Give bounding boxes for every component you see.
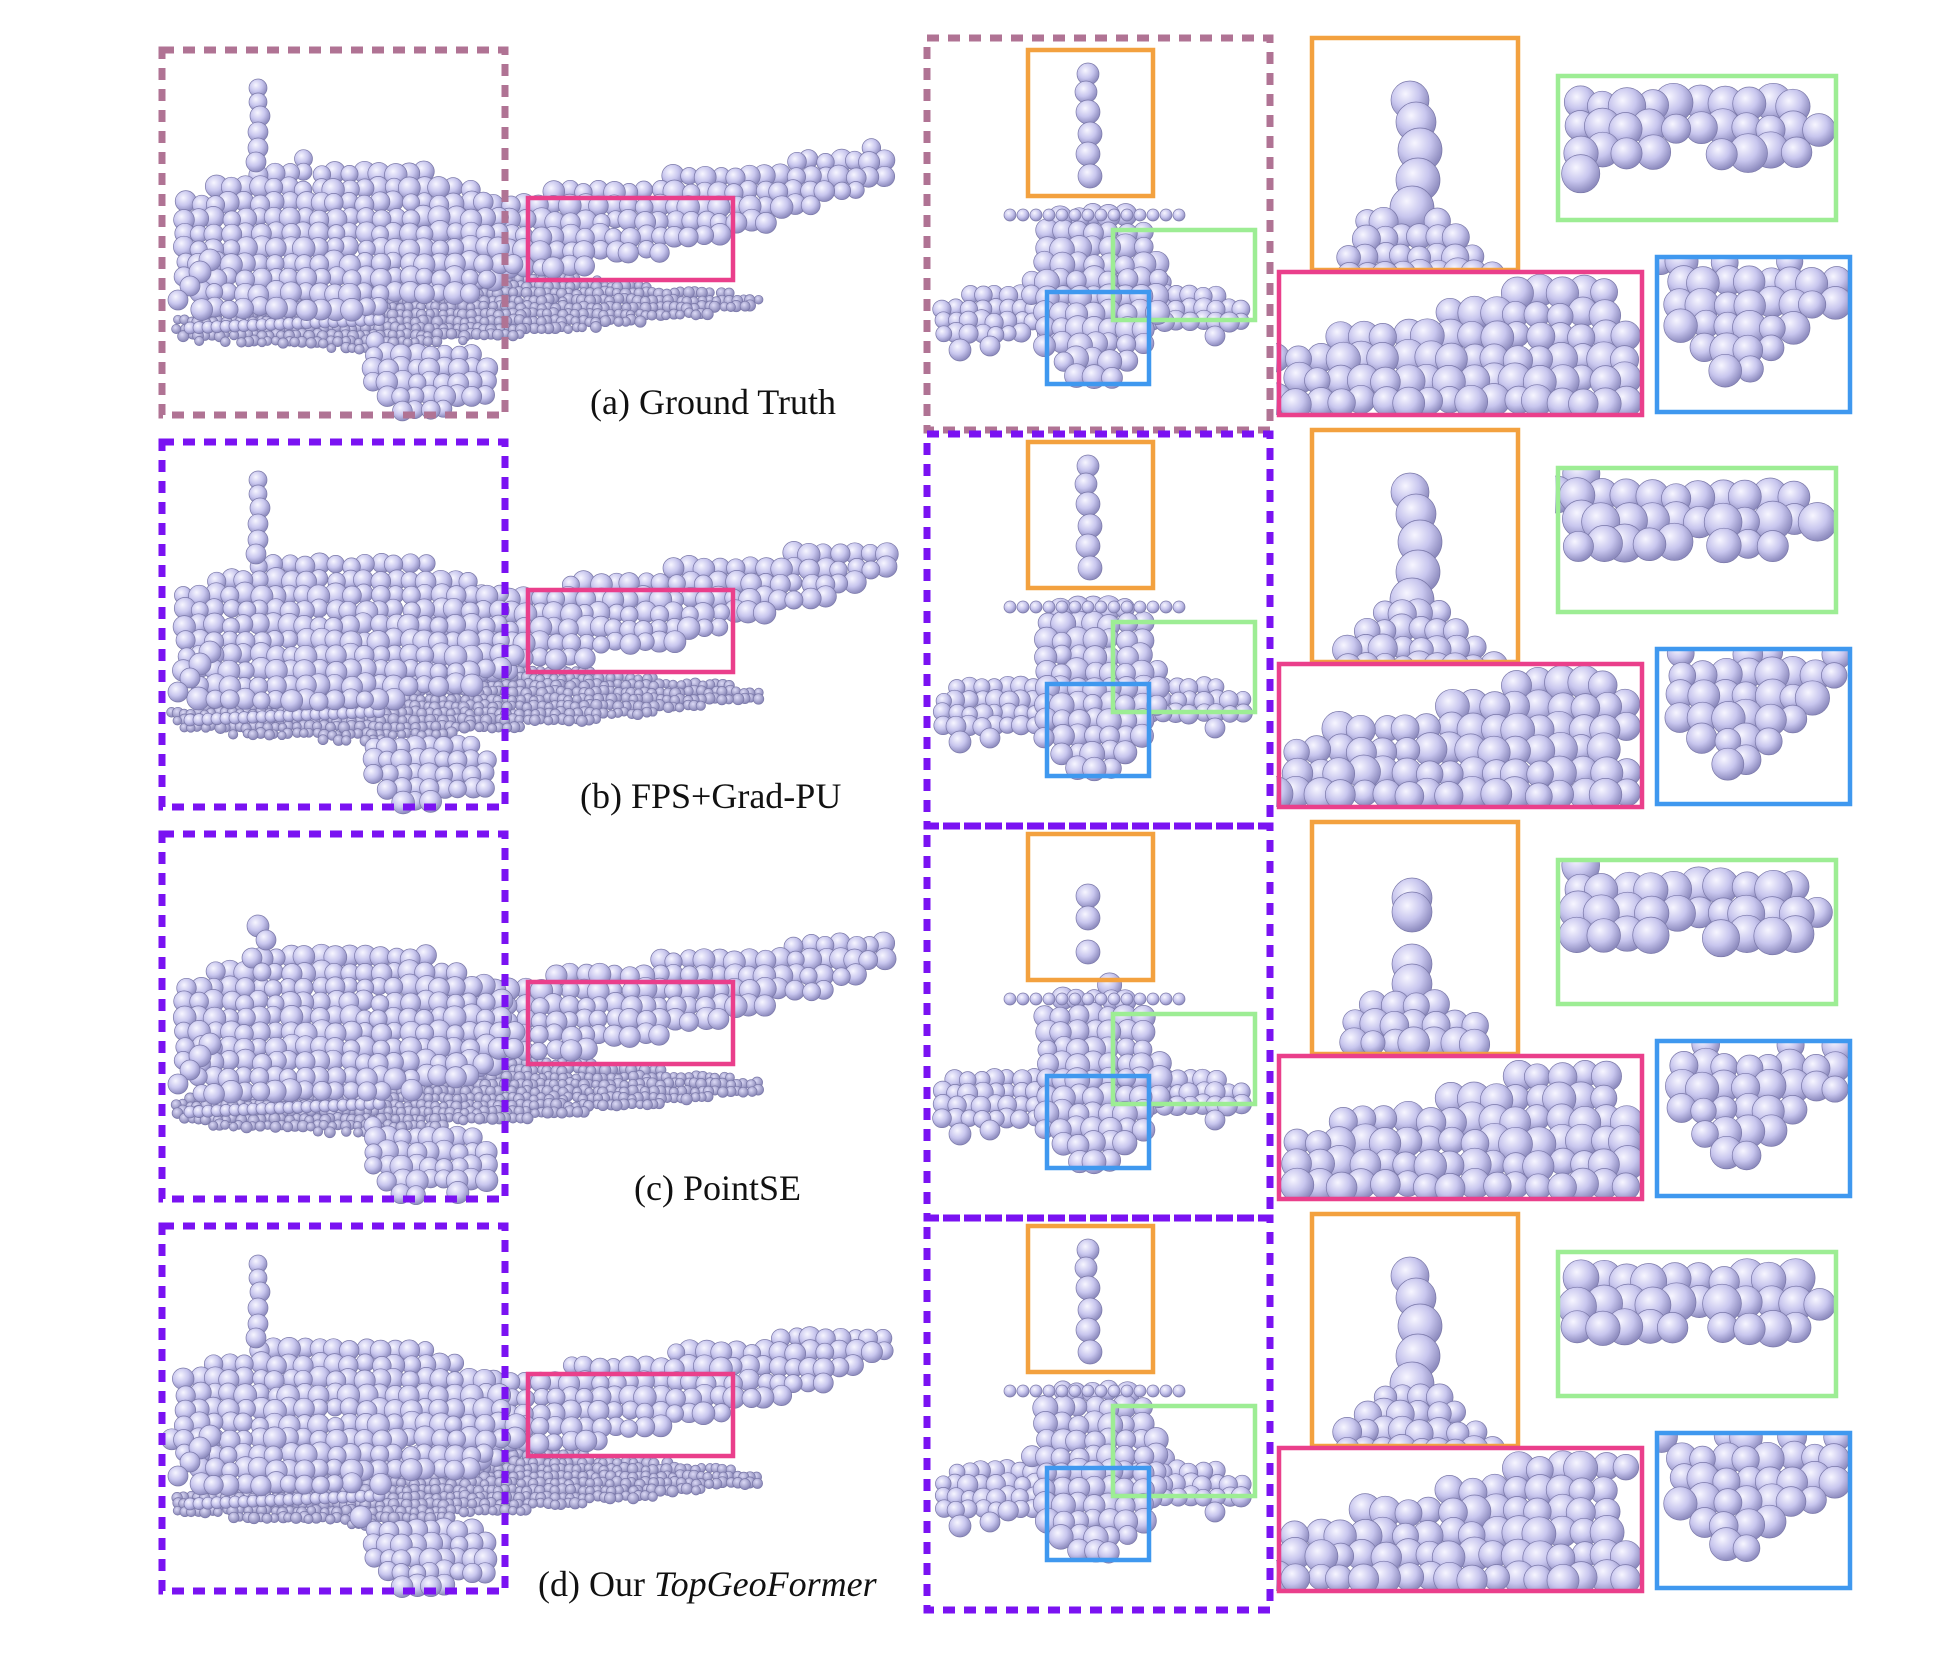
caption-row-b: (b) FPS+Grad-PU: [580, 778, 841, 814]
caption-row-d: (d) Our TopGeoFormer: [538, 1566, 877, 1602]
figure-row-c: [168, 884, 1251, 1205]
caption-label: (d) Our: [538, 1564, 654, 1604]
figure-row-b: [167, 455, 1253, 814]
caption-label: (c) PointSE: [634, 1168, 801, 1208]
caption-label: (a) Ground Truth: [590, 382, 836, 422]
caption-label: (b) FPS+Grad-PU: [580, 776, 841, 816]
caption-row-c: (c) PointSE: [634, 1170, 801, 1206]
figure-row-d: [161, 1239, 1251, 1598]
figure-row-a: [168, 63, 1250, 421]
caption-method-name: TopGeoFormer: [654, 1564, 877, 1604]
caption-row-a: (a) Ground Truth: [590, 384, 836, 420]
